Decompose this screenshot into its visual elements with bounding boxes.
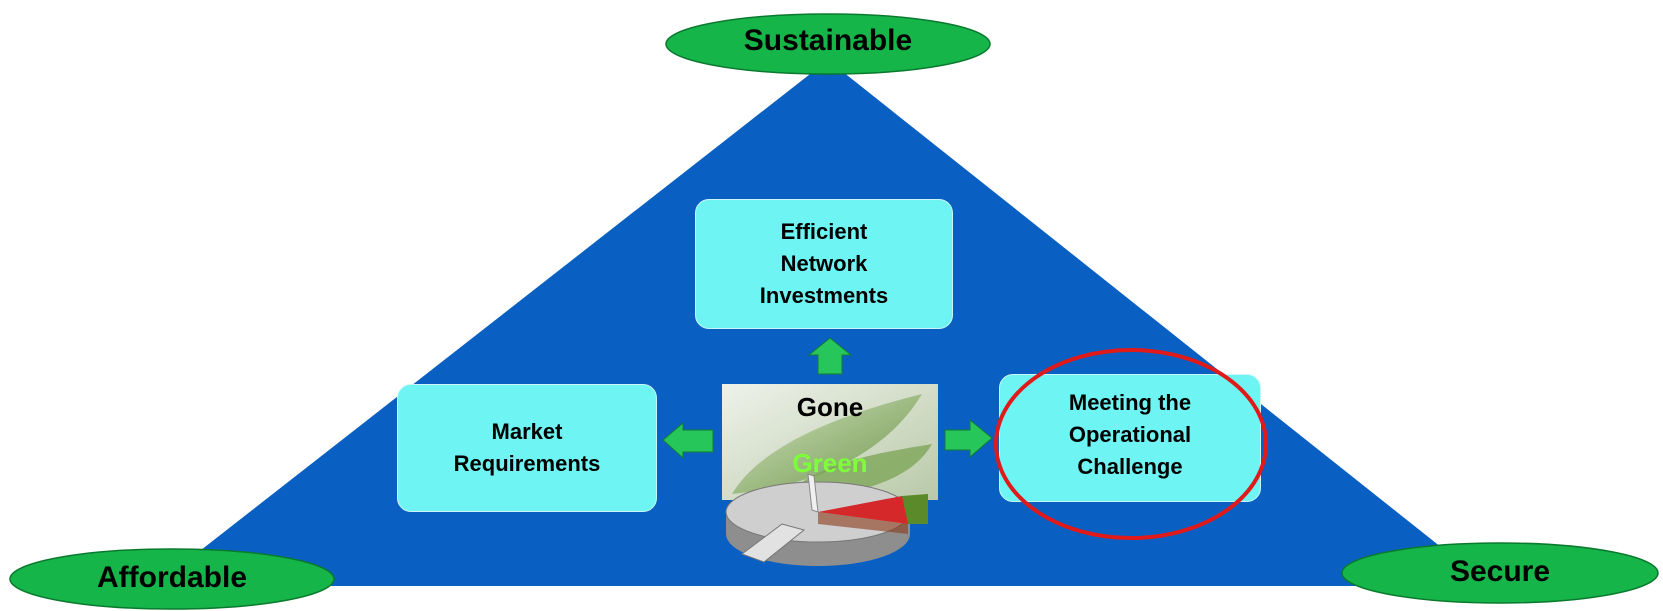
gone-label: Gone — [796, 392, 864, 422]
label-affordable: Affordable — [97, 561, 247, 594]
box-market-requirements: Market Requirements — [397, 384, 657, 512]
box-top-line-3: Investments — [759, 283, 889, 308]
box-right-line-1: Meeting the — [1068, 390, 1192, 415]
label-secure: Secure — [1449, 555, 1551, 588]
box-left-line-2: Requirements — [453, 451, 601, 476]
gone-green-picture: Gone Green — [722, 384, 938, 580]
arrow-up — [807, 337, 853, 375]
oval-secure — [1341, 542, 1659, 604]
box-meeting-operational-challenge: Meeting the Operational Challenge — [999, 374, 1261, 502]
box-top-line-2: Network — [780, 251, 868, 276]
box-right-line-2: Operational — [1068, 422, 1192, 447]
arrow-right — [944, 418, 993, 459]
label-sustainable: Sustainable — [743, 24, 913, 57]
box-right-line-3: Challenge — [1077, 454, 1183, 479]
box-efficient-network-investments: Efficient Network Investments — [695, 199, 953, 329]
oval-sustainable — [665, 13, 991, 75]
box-top-line-1: Efficient — [780, 219, 868, 244]
oval-affordable — [9, 548, 335, 610]
arrow-left — [662, 421, 714, 460]
gone-green-illustration — [722, 384, 938, 566]
box-left-line-1: Market — [491, 419, 563, 444]
green-label: Green — [792, 448, 868, 478]
